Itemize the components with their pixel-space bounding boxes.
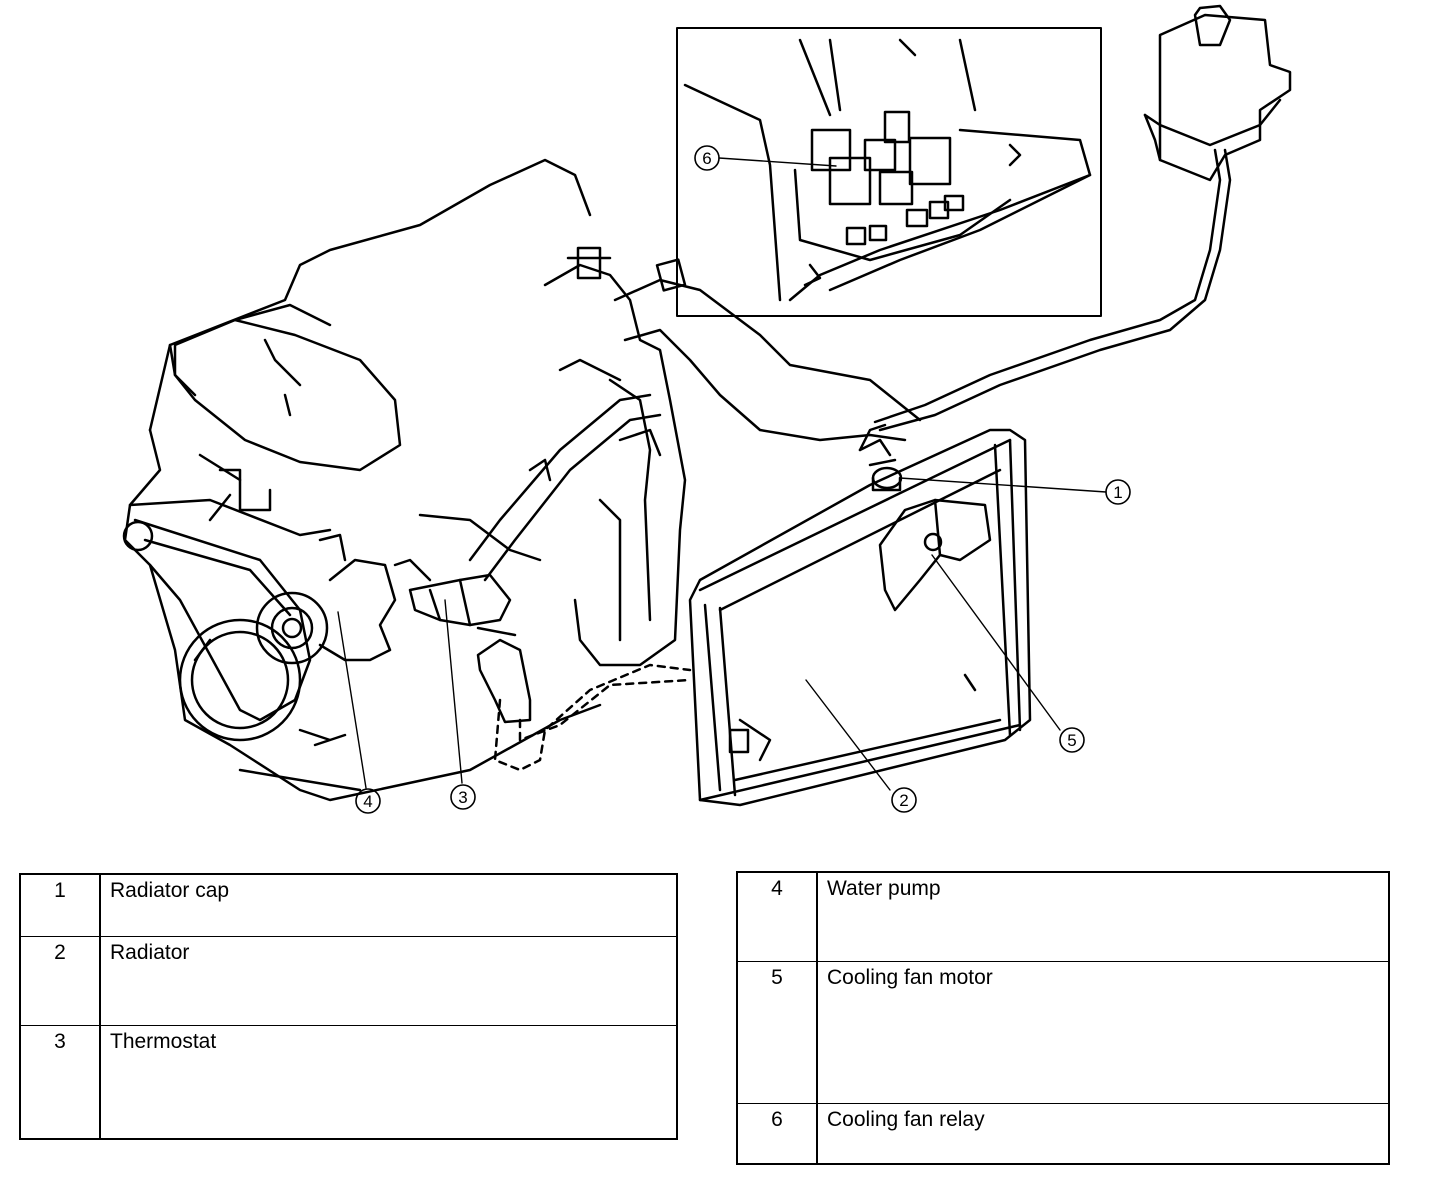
- svg-text:5: 5: [1067, 731, 1076, 750]
- legend-row: 2 Radiator: [20, 935, 677, 1025]
- callout-balloons: 1 2 3 4 5 6: [355, 145, 1131, 814]
- svg-text:6: 6: [702, 149, 711, 168]
- legend-number: 5: [737, 960, 818, 1103]
- intake-and-hoses: [408, 246, 922, 772]
- legend-row: 1 Radiator cap: [20, 874, 677, 936]
- relay-box-inset: [676, 27, 1102, 317]
- legend-part-name: Cooling fan motor: [817, 960, 1389, 1103]
- legend-part-name: Thermostat: [100, 1024, 677, 1139]
- legend-number: 6: [737, 1102, 818, 1164]
- legend-row: 4 Water pump: [737, 872, 1389, 961]
- legend-number: 1: [20, 874, 101, 936]
- engine-illustration: [122, 158, 602, 802]
- legend-number: 4: [737, 872, 818, 961]
- legend-part-name: Water pump: [827, 877, 941, 900]
- legend-table-left: 1 Radiator cap 2 Radiator 3 Thermostat: [19, 873, 678, 1140]
- legend-table-right: 4 Water pump 5 Cooling fan motor 6 Cooli…: [736, 871, 1390, 1165]
- radiator-illustration: [688, 428, 1032, 807]
- legend-row: 5 Cooling fan motor: [737, 960, 1389, 1103]
- callout-4: 4: [355, 788, 381, 814]
- legend-part-name: Radiator cap: [110, 879, 230, 902]
- callout-6: 6: [694, 145, 720, 171]
- svg-text:2: 2: [899, 791, 908, 810]
- svg-text:3: 3: [458, 788, 467, 807]
- callout-2: 2: [891, 787, 917, 813]
- legend-row: 6 Cooling fan relay: [737, 1102, 1389, 1164]
- legend-number: 2: [20, 935, 101, 1025]
- legend-part-name: Radiator: [100, 935, 677, 1025]
- legend-part-name: Cooling fan relay: [817, 1102, 1389, 1164]
- cooling-system-diagram: 1 2 3 4 5 6: [122, 4, 1292, 814]
- svg-text:4: 4: [363, 792, 372, 811]
- callout-1: 1: [1105, 479, 1131, 505]
- leader-lines: [337, 157, 1107, 791]
- svg-text:1: 1: [1113, 483, 1122, 502]
- legend-number: 3: [20, 1024, 101, 1139]
- callout-5: 5: [1059, 727, 1085, 753]
- legend-row: 3 Thermostat: [20, 1024, 677, 1139]
- callout-3: 3: [450, 784, 476, 810]
- coolant-reservoir-illustration: [858, 4, 1292, 452]
